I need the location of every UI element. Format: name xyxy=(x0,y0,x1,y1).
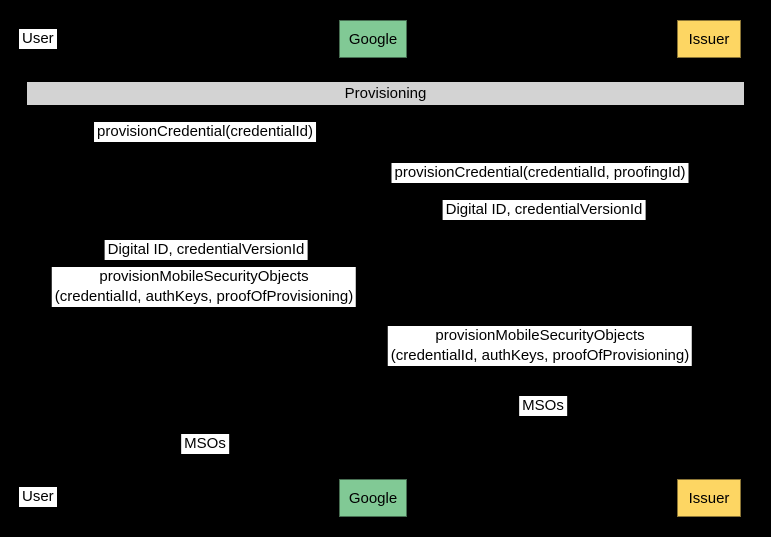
message-msos-return: MSOs xyxy=(181,434,229,454)
message-digital-id-return: Digital ID, credentialVersionId xyxy=(104,240,308,260)
actor-user-top: User xyxy=(19,29,57,49)
provisioning-band: Provisioning xyxy=(27,82,744,105)
actor-google-top: Google xyxy=(339,20,407,58)
message-provision-credential-proofing: provisionCredential(credentialId, proofi… xyxy=(391,163,689,183)
message-line: (credentialId, authKeys, proofOfProvisio… xyxy=(54,288,354,305)
message-line: (credentialId, authKeys, proofOfProvisio… xyxy=(390,347,690,364)
actor-issuer-top: Issuer xyxy=(677,20,741,58)
message-digital-id-return: Digital ID, credentialVersionId xyxy=(442,200,646,220)
actor-issuer-bottom: Issuer xyxy=(677,479,741,517)
actor-google-bottom: Google xyxy=(339,479,407,517)
message-line: provisionMobileSecurityObjects xyxy=(99,268,309,285)
message-msos-return: MSOs xyxy=(519,396,567,416)
lifeline-google xyxy=(372,58,373,479)
lifeline-user xyxy=(37,58,38,479)
message-line: provisionMobileSecurityObjects xyxy=(435,327,645,344)
actor-user-bottom: User xyxy=(19,487,57,507)
message-provision-mso: provisionMobileSecurityObjects (credenti… xyxy=(387,326,693,366)
message-provision-mso: provisionMobileSecurityObjects (credenti… xyxy=(51,267,357,307)
message-provision-credential: provisionCredential(credentialId) xyxy=(94,122,316,142)
lifeline-issuer xyxy=(708,58,709,479)
